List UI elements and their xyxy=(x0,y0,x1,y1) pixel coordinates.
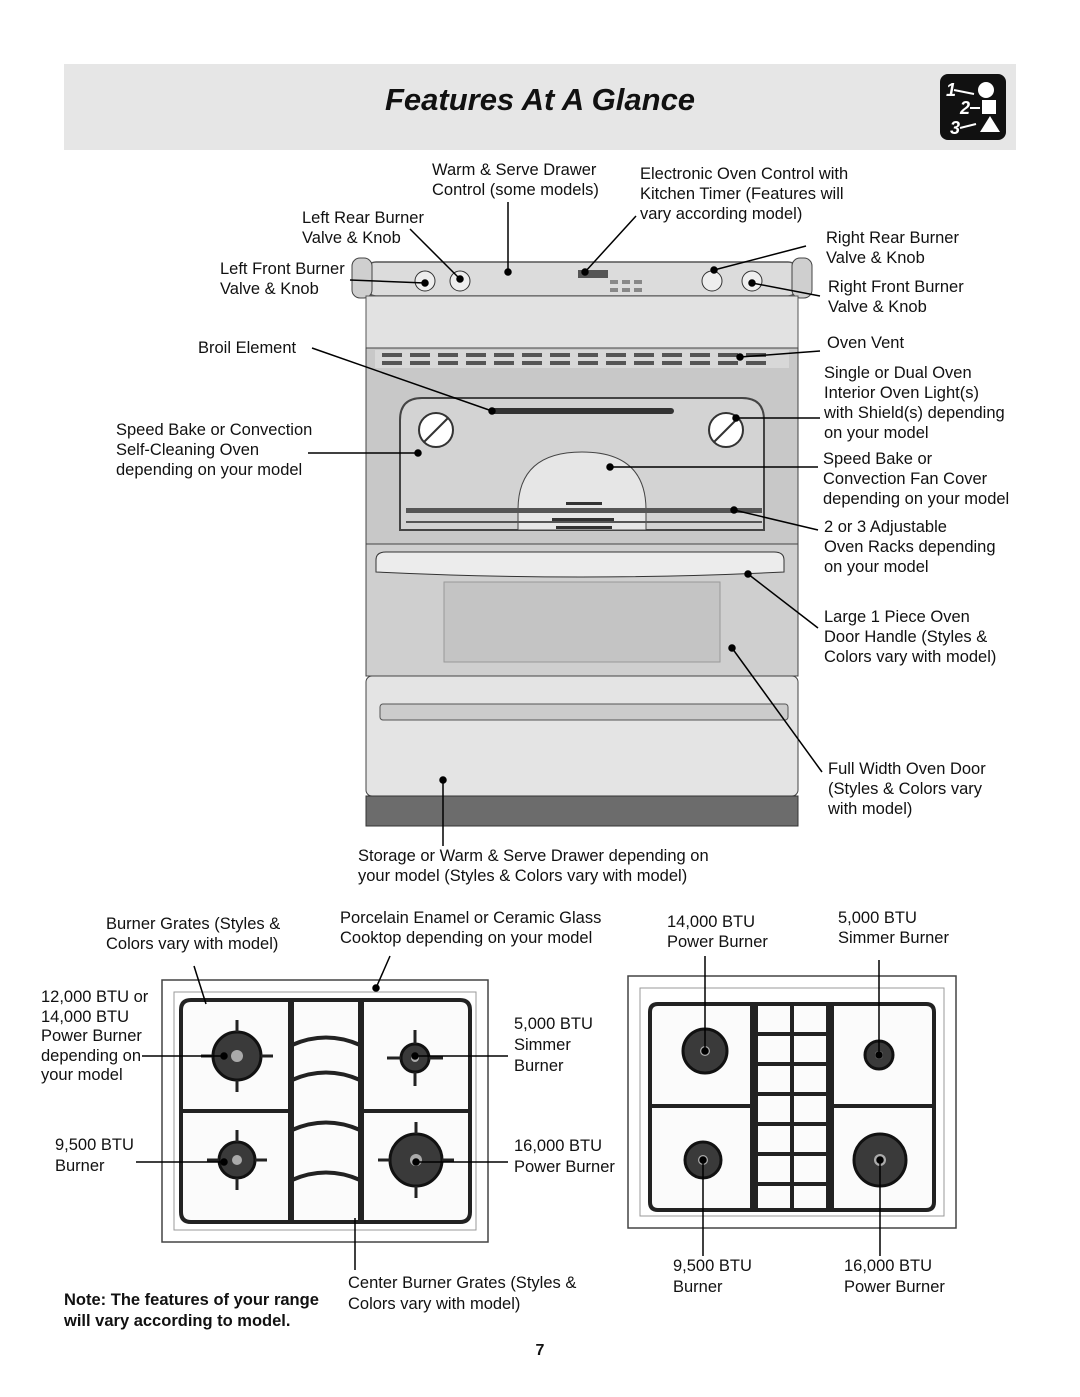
oven-display xyxy=(578,270,608,278)
label-storage-drawer: Storage or Warm & Serve Drawer depending… xyxy=(358,847,709,885)
leader-lines xyxy=(308,202,823,846)
label-oven-racks: 2 or 3 Adjustable Oven Racks depending o… xyxy=(824,518,996,576)
label-fan-cover: Speed Bake or Convection Fan Cover depen… xyxy=(823,450,1010,508)
cooktop-right xyxy=(627,975,957,1229)
broil-element xyxy=(490,408,674,414)
label-oven-door: Full Width Oven Door (Styles & Colors va… xyxy=(828,760,986,818)
center-grate xyxy=(290,998,362,1224)
label-burner-grates: Burner Grates (Styles & Colors vary with… xyxy=(106,915,281,953)
label-burner-5000: 5,000 BTU Simmer Burner xyxy=(514,1015,593,1075)
label-door-handle: Large 1 Piece Oven Door Handle (Styles &… xyxy=(824,608,997,666)
page-title: Features At A Glance xyxy=(384,82,696,117)
door-window xyxy=(443,581,721,663)
label-burner-9500-right: 9,500 BTU Burner xyxy=(673,1257,752,1296)
note-text: Note: The features of your range will va… xyxy=(64,1291,319,1330)
control-keypad xyxy=(610,280,642,292)
label-left-front-burner: Left Front Burner Valve & Knob xyxy=(220,260,345,298)
left-endcap xyxy=(351,257,373,299)
label-center-grates: Center Burner Grates (Styles & Colors va… xyxy=(348,1274,577,1313)
label-burner-5000-right: 5,000 BTU Simmer Burner xyxy=(838,909,949,947)
range-base xyxy=(365,795,799,827)
label-oven-light: Single or Dual Oven Interior Oven Light(… xyxy=(824,364,1005,442)
label-burner-16000: 16,000 BTU Power Burner xyxy=(514,1137,615,1176)
label-right-rear-burner: Right Rear Burner Valve & Knob xyxy=(826,229,959,267)
label-right-front-burner: Right Front Burner Valve & Knob xyxy=(828,278,964,316)
header-bar: Features At A Glance 1 2 3 xyxy=(64,64,1016,150)
right-endcap xyxy=(791,257,813,299)
oven-rack xyxy=(406,508,762,513)
leader-lines-right-cooktop xyxy=(699,956,884,1256)
storage-drawer xyxy=(365,675,799,797)
steps-123-icon: 1 2 3 xyxy=(940,74,1006,140)
label-broil-element: Broil Element xyxy=(198,339,297,357)
drawer-handle xyxy=(379,703,789,721)
page-number: 7 xyxy=(535,1342,545,1359)
label-burner-12000: 12,000 BTU or 14,000 BTU Power Burner de… xyxy=(41,988,149,1084)
label-left-rear-burner: Left Rear Burner Valve & Knob xyxy=(302,209,424,247)
cooktop-left xyxy=(161,979,489,1243)
svg-text:2: 2 xyxy=(959,98,970,118)
label-burner-14000: 14,000 BTU Power Burner xyxy=(667,913,768,951)
label-burner-9500: 9,500 BTU Burner xyxy=(55,1136,134,1175)
label-warm-serve-control: Warm & Serve Drawer Control (some models… xyxy=(432,161,599,199)
range-body xyxy=(351,257,813,827)
vent-strip xyxy=(375,350,789,368)
leader-lines-left-cooktop xyxy=(136,955,508,1270)
label-burner-16000-right: 16,000 BTU Power Burner xyxy=(844,1257,945,1296)
knob-right-rear xyxy=(701,270,723,292)
label-self-cleaning-oven: Speed Bake or Convection Self-Cleaning O… xyxy=(116,421,313,479)
label-electronic-oven-control: Electronic Oven Control with Kitchen Tim… xyxy=(640,165,849,223)
label-oven-vent: Oven Vent xyxy=(827,334,905,352)
label-cooktop-surface: Porcelain Enamel or Ceramic Glass Cookto… xyxy=(340,909,602,947)
upper-front xyxy=(365,295,799,349)
svg-text:3: 3 xyxy=(950,118,960,138)
vent-slots xyxy=(382,353,766,365)
svg-text:1: 1 xyxy=(946,80,956,100)
door-handle xyxy=(375,551,785,578)
